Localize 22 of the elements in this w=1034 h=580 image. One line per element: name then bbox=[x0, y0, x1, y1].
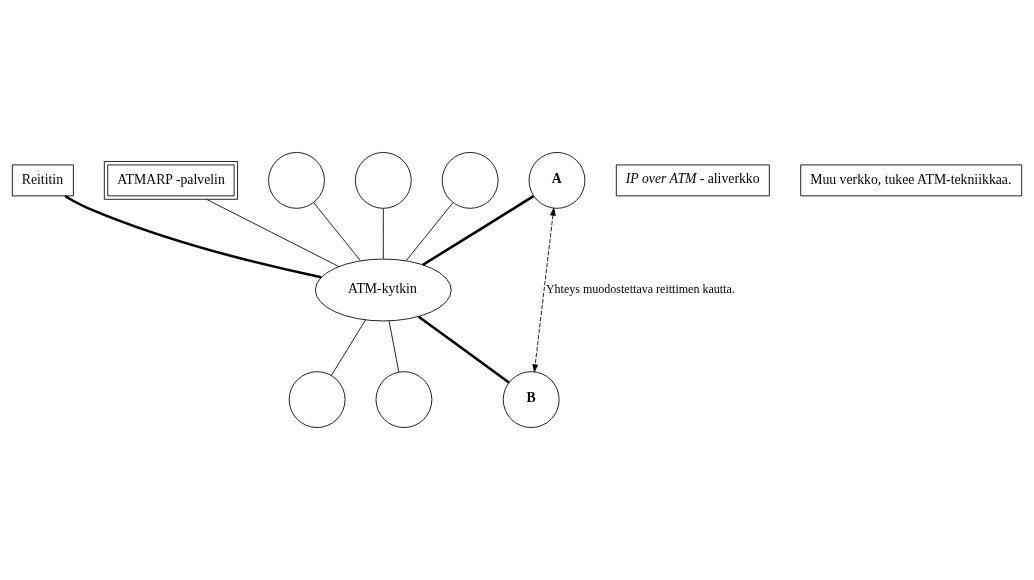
arrow bbox=[532, 207, 556, 373]
node-circle bbox=[441, 152, 499, 209]
connector bbox=[331, 319, 366, 376]
connector bbox=[313, 202, 361, 261]
node-ellipse: ATM-kytkin bbox=[314, 258, 452, 322]
node-circle: A bbox=[528, 152, 586, 209]
connector bbox=[405, 202, 454, 261]
connector bbox=[422, 194, 535, 266]
connector bbox=[206, 198, 340, 267]
edge-label: Yhteys muodostettava reittimen kautta. bbox=[545, 282, 735, 297]
node-box: Muu verkko, tukee ATM-tekniikkaa. bbox=[800, 164, 1023, 197]
node-box: IP over ATM - aliverkko bbox=[615, 164, 770, 197]
node-circle bbox=[354, 152, 412, 209]
node-circle: B bbox=[502, 371, 560, 428]
connector bbox=[417, 315, 510, 384]
node-circle bbox=[375, 371, 433, 428]
connector bbox=[64, 194, 322, 279]
node-circle bbox=[268, 152, 325, 209]
node-circle bbox=[288, 371, 346, 428]
connector bbox=[382, 208, 384, 260]
node-box: Reititin bbox=[11, 164, 74, 197]
connector bbox=[388, 320, 400, 373]
